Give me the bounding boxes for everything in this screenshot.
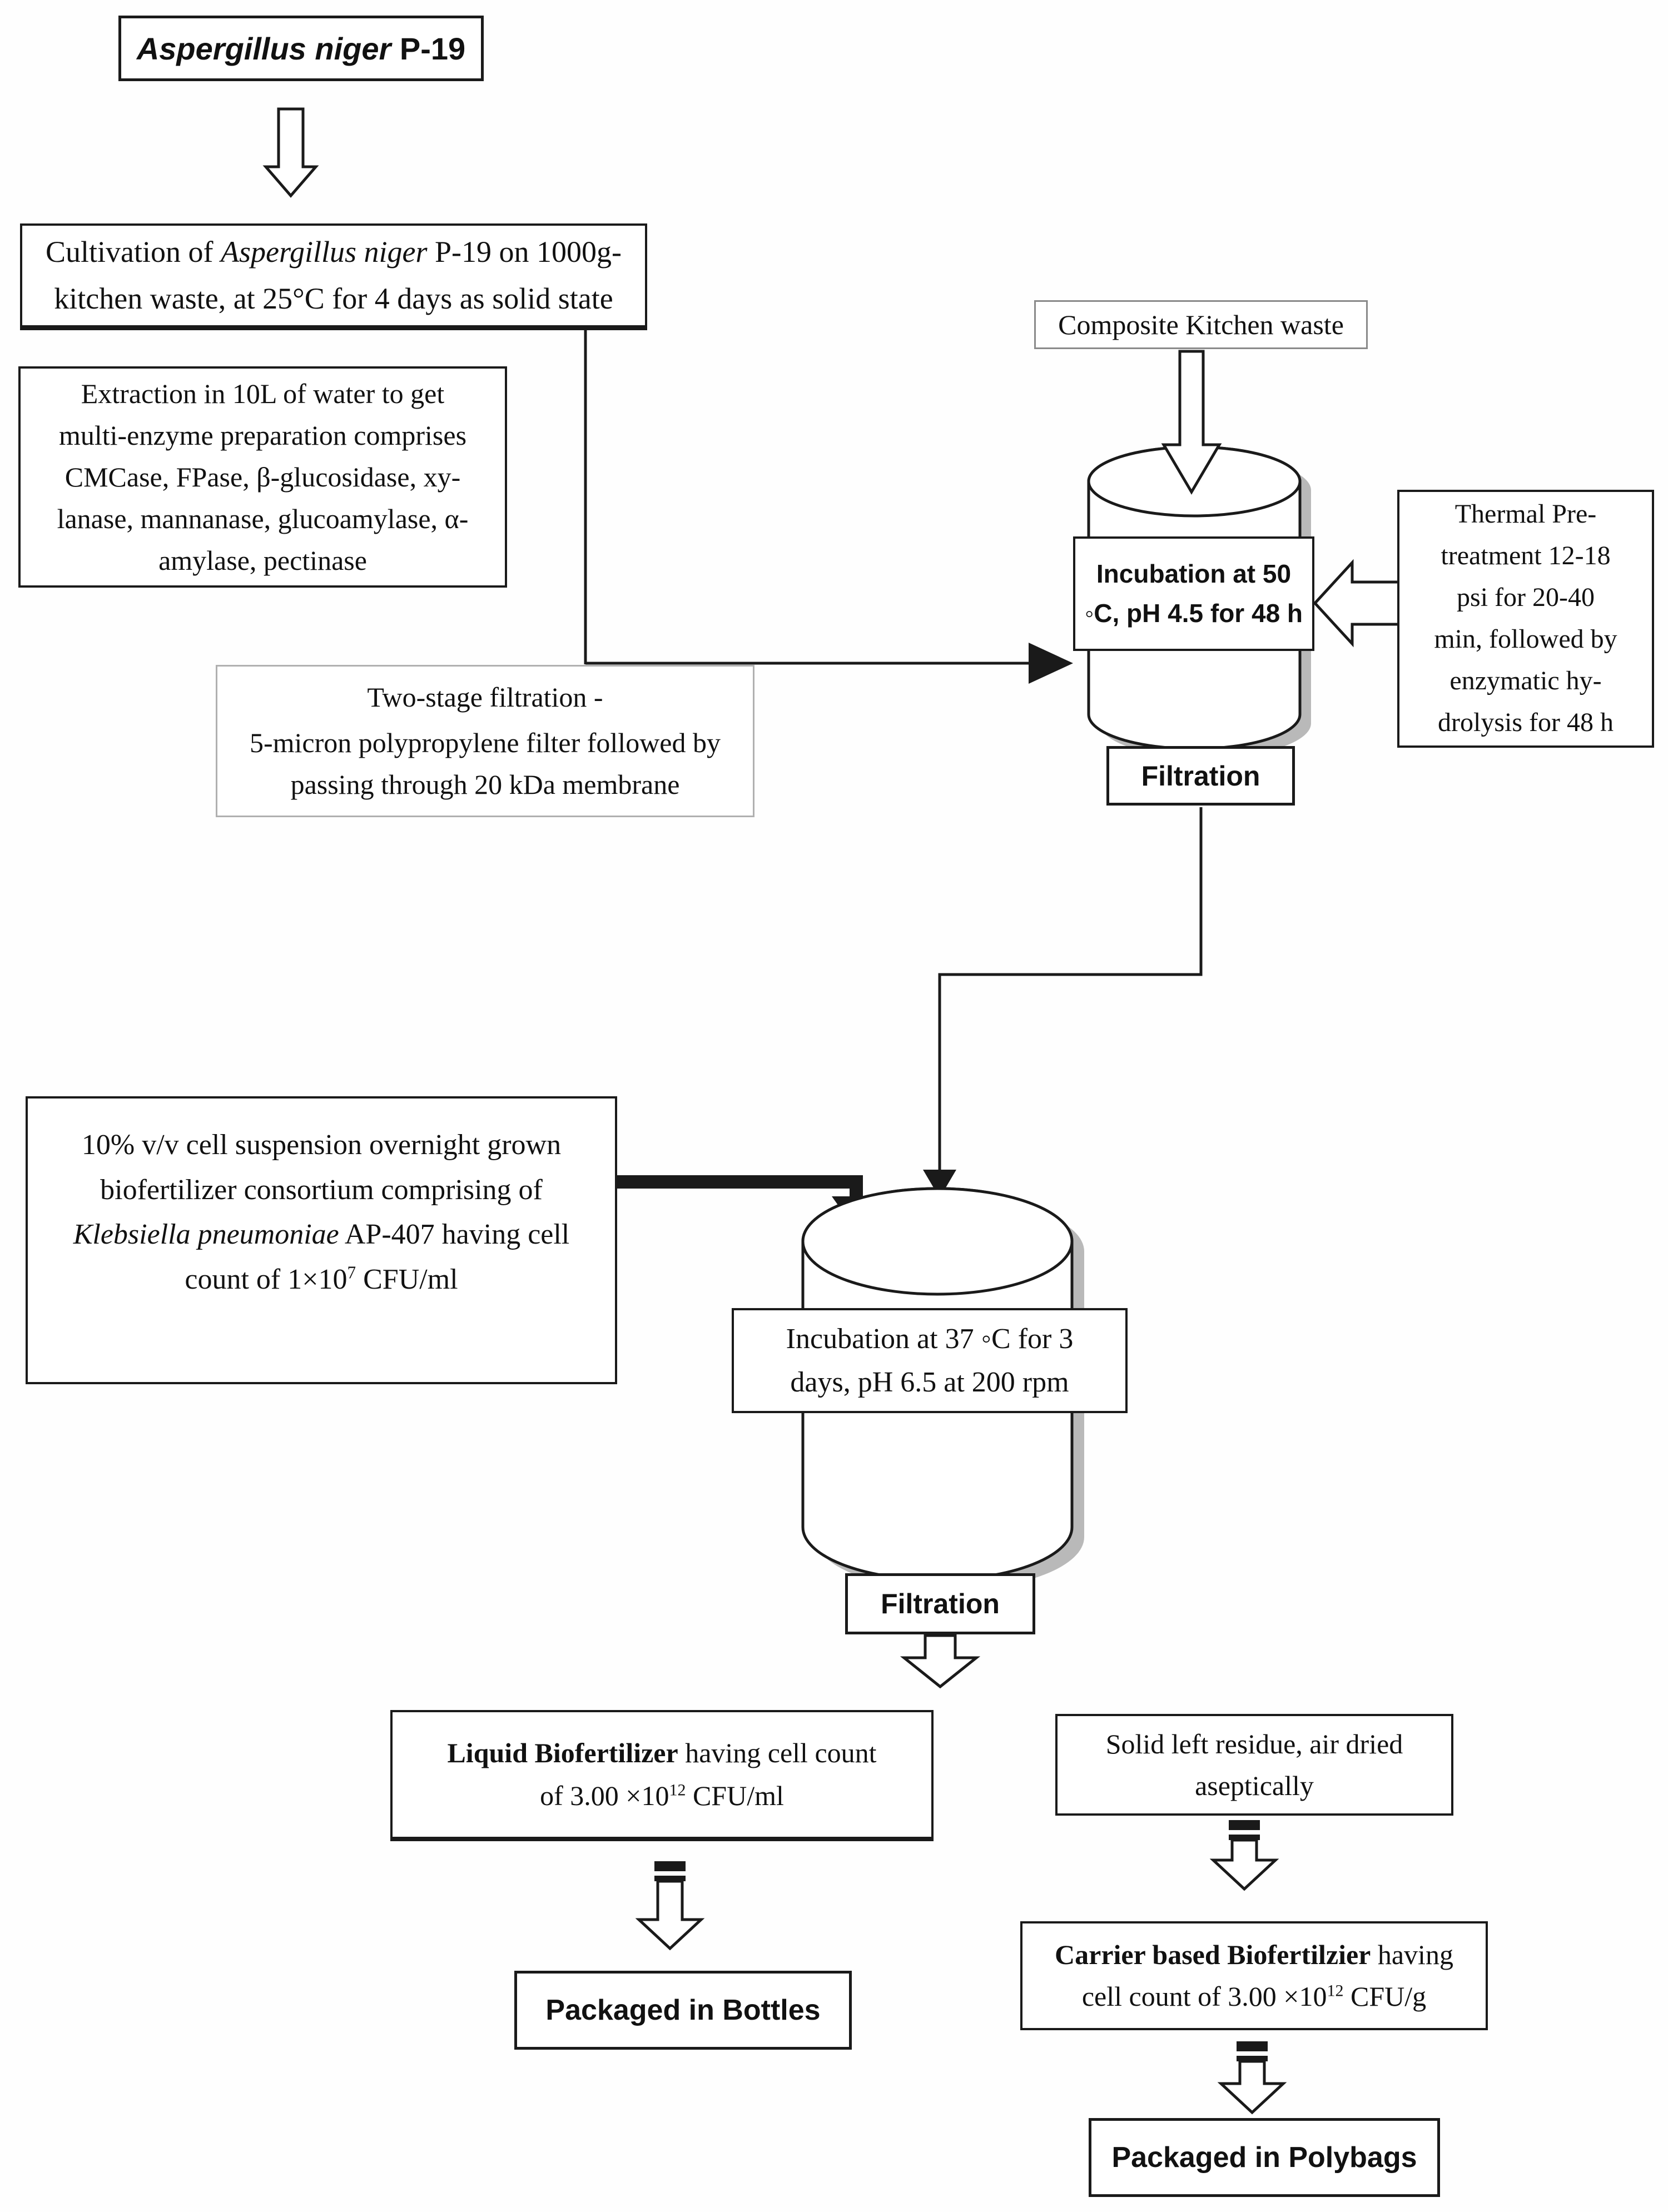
suspension-count-unit: CFU/ml: [356, 1263, 458, 1295]
node-incubation-reactor1: Incubation at 50 ◦C, pH 4.5 for 48 h: [1073, 536, 1314, 651]
cultivation-line2: kitchen waste, at 25°C for 4 days as sol…: [54, 281, 613, 315]
node-composite-kitchen-waste: Composite Kitchen waste: [1034, 300, 1368, 349]
incubation1-line1: Incubation at 50: [1096, 559, 1292, 588]
carrier-line1-rest: having: [1371, 1939, 1453, 1970]
arrowhead-enzyme-to-reactor-icon: [1029, 643, 1073, 684]
filtration2-label: Filtration: [881, 1588, 1000, 1619]
thermal-line3: psi for 20-40: [1457, 583, 1595, 613]
extraction-line3: CMCase, FPase, β-glucosidase, xy-: [64, 461, 461, 493]
node-two-stage-filtration: Two-stage filtration - 5-micron polyprop…: [216, 665, 754, 817]
extraction-line2: multi-enzyme preparation comprises: [58, 419, 467, 451]
connector-filtrate-to-reactor2: [938, 807, 1203, 1172]
cultivation-pre: Cultivation of: [46, 235, 221, 269]
filtration1-label: Filtration: [1141, 760, 1260, 792]
suspension-species-italic: Klebsiella pneumoniae: [73, 1219, 339, 1251]
node-packaged-polybags: Packaged in Polybags: [1089, 2118, 1440, 2197]
carrier-count-exponent: 12: [1327, 1981, 1344, 2000]
twostage-line3: passing through 20 kDa membrane: [290, 769, 680, 801]
twostage-title: Two-stage filtration -: [367, 681, 603, 713]
suspension-line1: 10% v/v cell suspension overnight grown: [81, 1129, 562, 1161]
node-liquid-biofertilizer: Liquid Biofertilizer having cell count o…: [390, 1710, 934, 1841]
node-packaged-bottles: Packaged in Bottles: [514, 1971, 852, 2050]
node-incubation-reactor2: Incubation at 37 ◦C for 3 days, pH 6.5 a…: [732, 1308, 1128, 1413]
arrow-thermal-to-reactor-icon: [1313, 559, 1401, 648]
polybags-label: Packaged in Polybags: [1111, 2141, 1417, 2174]
node-extraction: Extraction in 10L of water to get multi-…: [18, 366, 507, 588]
liquid-count-exponent: 12: [669, 1781, 686, 1800]
cultivation-post: P-19 on 1000g-: [427, 235, 622, 269]
carrier-count-unit: CFU/g: [1343, 1981, 1427, 2012]
suspension-line3-rest: AP-407 having cell: [339, 1219, 570, 1251]
node-solid-residue: Solid left residue, air dried asepticall…: [1055, 1714, 1453, 1816]
node-thermal-pretreatment: Thermal Pre- treatment 12-18 psi for 20-…: [1397, 490, 1654, 748]
arrow-solid-to-carrier-icon: [1209, 1820, 1279, 1891]
twostage-line2: 5-micron polypropylene filter followed b…: [250, 727, 721, 759]
connector-suspension-to-reactor2: [616, 1175, 863, 1201]
node-aspergillus-strain-label: Aspergillus niger P-19: [137, 31, 465, 67]
carrier-count-pre: cell count of 3.00 ×10: [1081, 1981, 1327, 2012]
solid-line2: aseptically: [1195, 1769, 1314, 1801]
thermal-line6: drolysis for 48 h: [1438, 707, 1614, 737]
incubation1-line2: ◦C, pH 4.5 for 48 h: [1084, 599, 1303, 628]
suspension-count-pre: count of 1×10: [185, 1263, 348, 1295]
node-cultivation: Cultivation of Aspergillus niger P-19 on…: [20, 223, 647, 330]
liquid-line1: Liquid Biofertilizer having cell count: [447, 1732, 876, 1775]
liquid-count-unit: CFU/ml: [686, 1780, 784, 1811]
cultivation-line1: Cultivation of Aspergillus niger P-19 on…: [46, 229, 622, 276]
strain-name-italic: Aspergillus niger: [136, 31, 391, 66]
twostage-body: 5-micron polypropylene filter followed b…: [250, 722, 721, 806]
incubation2-line2: days, pH 6.5 at 200 rpm: [790, 1366, 1069, 1398]
node-carrier-biofertilizer: Carrier based Biofertilzier having cell …: [1020, 1921, 1488, 2030]
node-filtration-1: Filtration: [1106, 746, 1295, 806]
cultivation-italic: Aspergillus niger: [220, 235, 428, 269]
strain-name-code: P-19: [391, 31, 466, 66]
arrow-waste-to-reactor-icon: [1161, 350, 1222, 495]
arrowhead-filtrate-to-reactor2-icon: [923, 1170, 956, 1198]
node-cell-suspension: 10% v/v cell suspension overnight grown …: [26, 1096, 617, 1384]
thermal-line1: Thermal Pre-: [1454, 499, 1597, 529]
liquid-line2: of 3.00 ×1012 CFU/ml: [540, 1774, 784, 1818]
suspension-line3: Klebsiella pneumoniae AP-407 having cell: [73, 1212, 570, 1257]
liquid-line1-rest: having cell count: [678, 1737, 877, 1768]
suspension-count-exponent: 7: [347, 1262, 356, 1283]
extraction-line4: lanase, mannanase, glucoamylase, α-: [57, 503, 469, 534]
thermal-line5: enzymatic hy-: [1449, 665, 1602, 695]
extraction-line5: amylase, pectinase: [158, 544, 367, 576]
thermal-line4: min, followed by: [1434, 624, 1617, 654]
thermal-line2: treatment 12-18: [1441, 541, 1611, 571]
carrier-title-bold: Carrier based Biofertilzier: [1055, 1939, 1371, 1970]
suspension-line2: biofertilizer consortium comprising of: [100, 1174, 543, 1206]
arrow-liquid-to-bottles-icon: [635, 1861, 705, 1951]
arrow-filtration2-output-icon: [900, 1634, 981, 1689]
arrow-carrier-to-polybags-icon: [1217, 2041, 1287, 2115]
node-aspergillus-strain: Aspergillus niger P-19: [118, 16, 484, 81]
arrow-strain-to-cultivation-icon: [262, 107, 319, 198]
extraction-line1: Extraction in 10L of water to get: [81, 377, 445, 409]
bottles-label: Packaged in Bottles: [545, 1994, 821, 2026]
composite-label: Composite Kitchen waste: [1058, 309, 1344, 340]
carrier-line1: Carrier based Biofertilzier having: [1055, 1934, 1453, 1976]
suspension-line4: count of 1×107 CFU/ml: [185, 1257, 458, 1303]
carrier-line2: cell count of 3.00 ×1012 CFU/g: [1082, 1976, 1426, 2017]
solid-line1: Solid left residue, air dried: [1105, 1728, 1403, 1759]
incubation2-line1: Incubation at 37 ◦C for 3: [786, 1323, 1074, 1355]
liquid-title-bold: Liquid Biofertilizer: [447, 1737, 678, 1768]
liquid-count-pre: of 3.00 ×10: [540, 1780, 669, 1811]
node-filtration-2: Filtration: [845, 1573, 1035, 1634]
